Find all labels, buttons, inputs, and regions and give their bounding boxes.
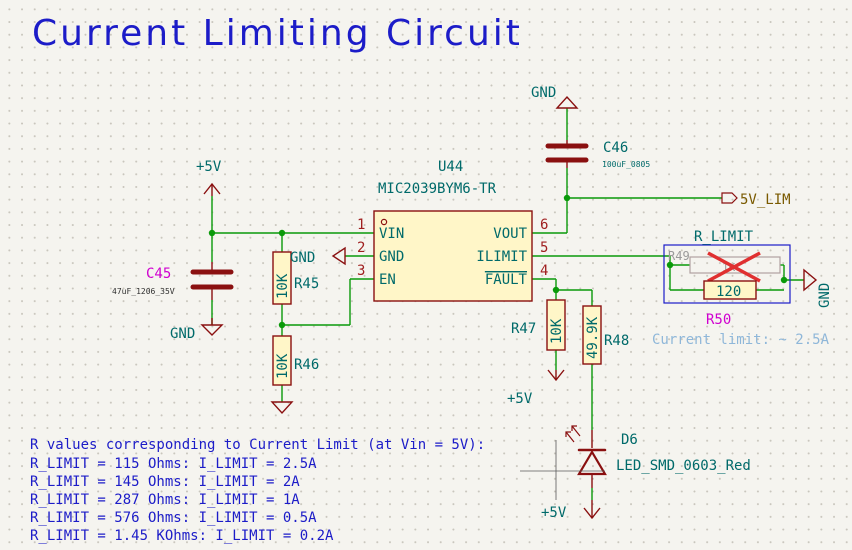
r50-ref: R50 [706, 312, 731, 328]
d6-ref: D6 [621, 432, 638, 448]
u44-pin-vout: VOUT [493, 226, 527, 242]
r45-value: 10K [275, 273, 291, 299]
power-plus5v-r47: +5V [507, 369, 565, 407]
resistor-r49 [689, 256, 781, 274]
power-plus5v-vin: +5V [196, 159, 222, 196]
gnd-u44-pin2: GND [290, 246, 346, 266]
power-arrow-icon [547, 369, 565, 382]
r-limit-box [663, 244, 791, 304]
u44-pin3-number: 3 [357, 263, 365, 279]
net-gnd-label: GND [817, 283, 833, 308]
power-arrow-icon [583, 507, 601, 520]
notes-line: R_LIMIT = 145 Ohms: I_LIMIT = 2A [30, 474, 300, 490]
r49-ref: R49 [668, 249, 690, 263]
u44-pin-gnd: GND [379, 249, 404, 265]
pin1-marker-icon [380, 218, 388, 226]
output-port-icon [721, 192, 738, 204]
u44-pin5-number: 5 [540, 240, 548, 256]
led-d6: D6 LED_SMD_0603_Red [520, 425, 751, 500]
power-arrow-icon [203, 182, 221, 195]
gnd-r-limit: GND [803, 268, 833, 308]
r45-ref: R45 [294, 276, 319, 292]
ground-icon [803, 268, 818, 292]
ground-icon [200, 324, 224, 336]
u44-pin1-number: 1 [357, 217, 365, 233]
schematic-title: Current Limiting Circuit [32, 13, 523, 54]
gnd-r46 [270, 401, 294, 415]
c46-ref: C46 [603, 140, 628, 156]
c45-value: 47uF_1206_35V [112, 287, 175, 296]
r46-ref: R46 [294, 357, 319, 373]
notes-line: R_LIMIT = 287 Ohms: I_LIMIT = 1A [30, 492, 300, 508]
ground-icon [331, 246, 346, 266]
notes-line: R_LIMIT = 576 Ohms: I_LIMIT = 0.5A [30, 510, 317, 526]
junctions [208, 194, 788, 329]
gnd-c46: GND [531, 85, 579, 109]
notes-line: R_LIMIT = 1.45 KOhms: I_LIMIT = 0.2A [30, 528, 334, 544]
current-limit-note: Current limit: ~ 2.5A [652, 332, 830, 348]
light-ray-icon [565, 431, 575, 443]
capacitor-c46: C46 100uF_0805 [545, 140, 650, 169]
u44-pin-en: EN [379, 272, 396, 288]
r46-value: 10K [275, 353, 291, 379]
net-label-5v-lim: 5V_LIM [721, 192, 791, 208]
ground-icon [555, 95, 579, 109]
u44-pin-fault: FAULT [485, 272, 528, 288]
r47-value: 10K [549, 318, 565, 344]
r47-ref: R47 [511, 321, 536, 337]
c46-value: 100uF_0805 [602, 160, 650, 169]
gnd-c45: GND [170, 318, 224, 342]
resistor-r45: 10K R45 [272, 251, 319, 305]
d6-value: LED_SMD_0603_Red [616, 458, 751, 474]
net-plus5v-label: +5V [196, 159, 222, 175]
power-plus5v-led: +5V [541, 500, 601, 521]
resistor-r50 [703, 280, 757, 300]
r-limit-group: R_LIMIT R49 1K 120 R50 Current limit: ~ … [652, 229, 830, 348]
r48-ref: R48 [604, 333, 629, 349]
light-ray-icon [571, 425, 581, 437]
net-plus5v-label: +5V [507, 391, 533, 407]
notes-heading: R values corresponding to Current Limit … [30, 437, 485, 453]
r50-value: 120 [716, 284, 741, 300]
ic-u44: U44 MIC2039BYM6-TR 1 2 3 VIN GND EN 6 5 … [357, 159, 548, 302]
net-gnd-label: GND [290, 250, 315, 266]
ground-icon [270, 401, 294, 415]
notes-block: R values corresponding to Current Limit … [30, 437, 485, 544]
u44-pin-vin: VIN [379, 226, 404, 242]
net-gnd-label: GND [170, 326, 195, 342]
u44-pin6-number: 6 [540, 217, 548, 233]
notes-line: R_LIMIT = 115 Ohms: I_LIMIT = 2.5A [30, 456, 317, 472]
resistor-r48: 49.9K R48 [582, 305, 629, 365]
net-plus5v-label: +5V [541, 505, 567, 521]
u44-pin-ilimit: ILIMIT [476, 249, 527, 265]
resistor-r47: 10K R47 [511, 299, 566, 351]
u44-value: MIC2039BYM6-TR [378, 181, 497, 197]
c45-ref: C45 [146, 266, 171, 282]
u44-pin2-number: 2 [357, 240, 365, 256]
resistor-r46: 10K R46 [272, 335, 319, 386]
u44-ref: U44 [438, 159, 463, 175]
u44-pin4-number: 4 [540, 263, 548, 279]
net-5v-lim-label: 5V_LIM [740, 192, 791, 208]
net-gnd-label: GND [531, 85, 556, 101]
capacitor-c45: C45 47uF_1206_35V [112, 262, 234, 300]
r48-value: 49.9K [585, 316, 601, 359]
r-limit-label: R_LIMIT [694, 229, 754, 245]
